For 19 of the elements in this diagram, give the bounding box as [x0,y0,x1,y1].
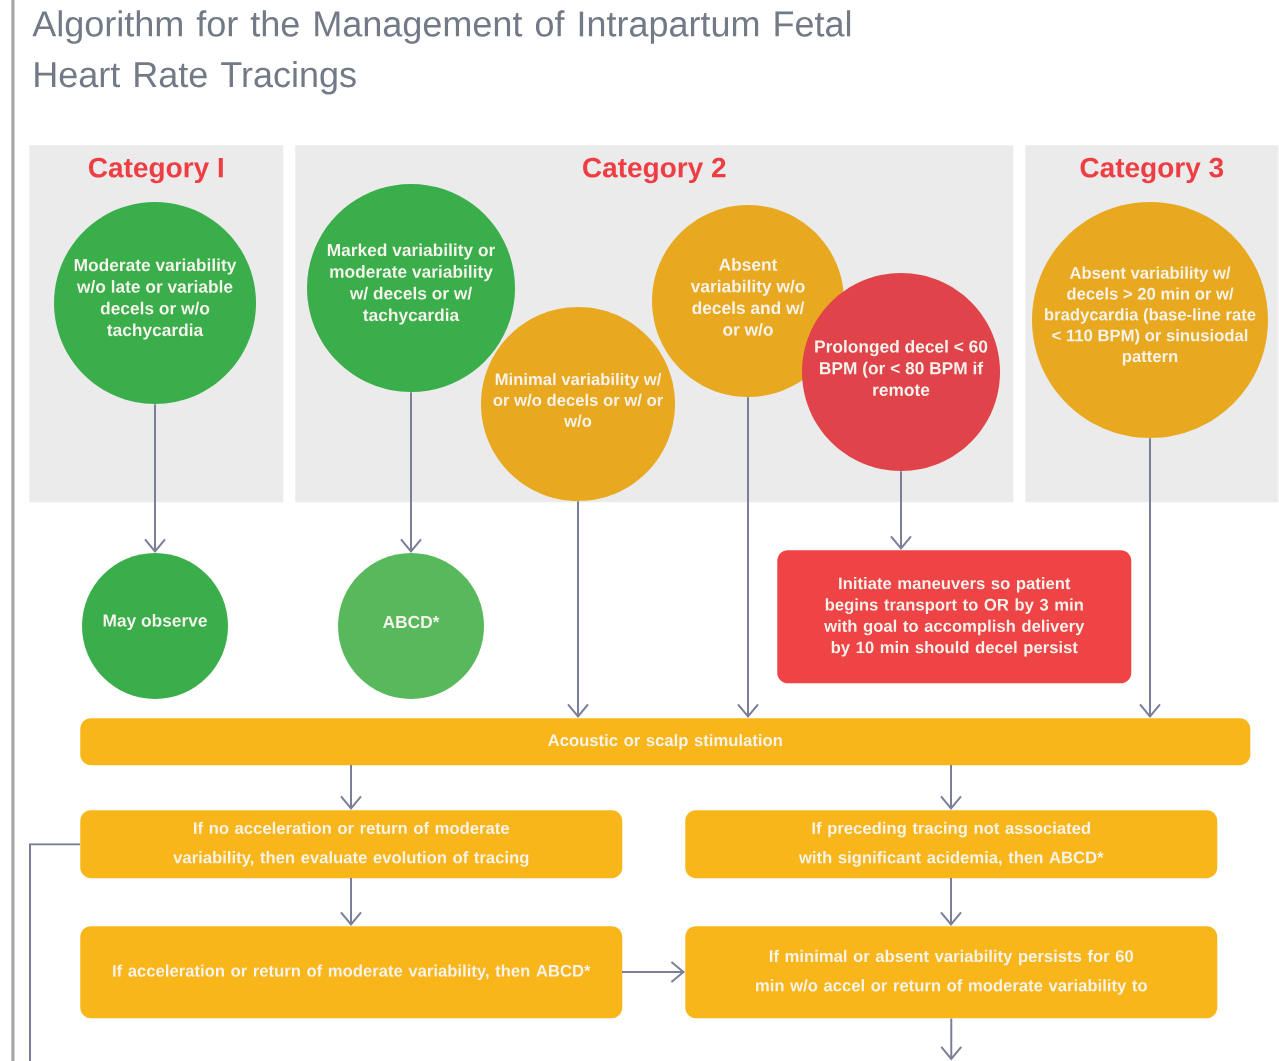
arrow [940,1017,963,1061]
arrow [621,961,685,983]
arrow [940,877,962,926]
step-box: If no acceleration or return of moderate variability, then evaluate evolution of tracing [80,810,623,879]
arrow [400,391,422,553]
arrow [567,500,589,718]
arrow [737,396,759,718]
arrow [144,403,166,553]
step-box: If acceleration or return of moderate variability, then ABCD* [80,926,623,1019]
arrow [340,877,362,926]
step-box: Acoustic or scalp stimulation [80,718,1251,766]
arrow [1139,437,1161,718]
step-box: Initiate maneuvers so patient begins transport to OR by 3 min with goal to accomplish delivery by 10 min should decel persist [777,550,1132,684]
step-box: If minimal or absent variability persists for 60 min w/o accel or return of moderate variability to [685,926,1218,1019]
title: Algorithm for the Management of Intrapartum Fetal Heart Rate Tracings [32,10,851,95]
step-box: If preceding tracing not associated with significant acidemia, then ABCD* [685,810,1218,879]
arrow [940,764,962,810]
arrow [890,470,912,550]
arrow [340,764,362,810]
